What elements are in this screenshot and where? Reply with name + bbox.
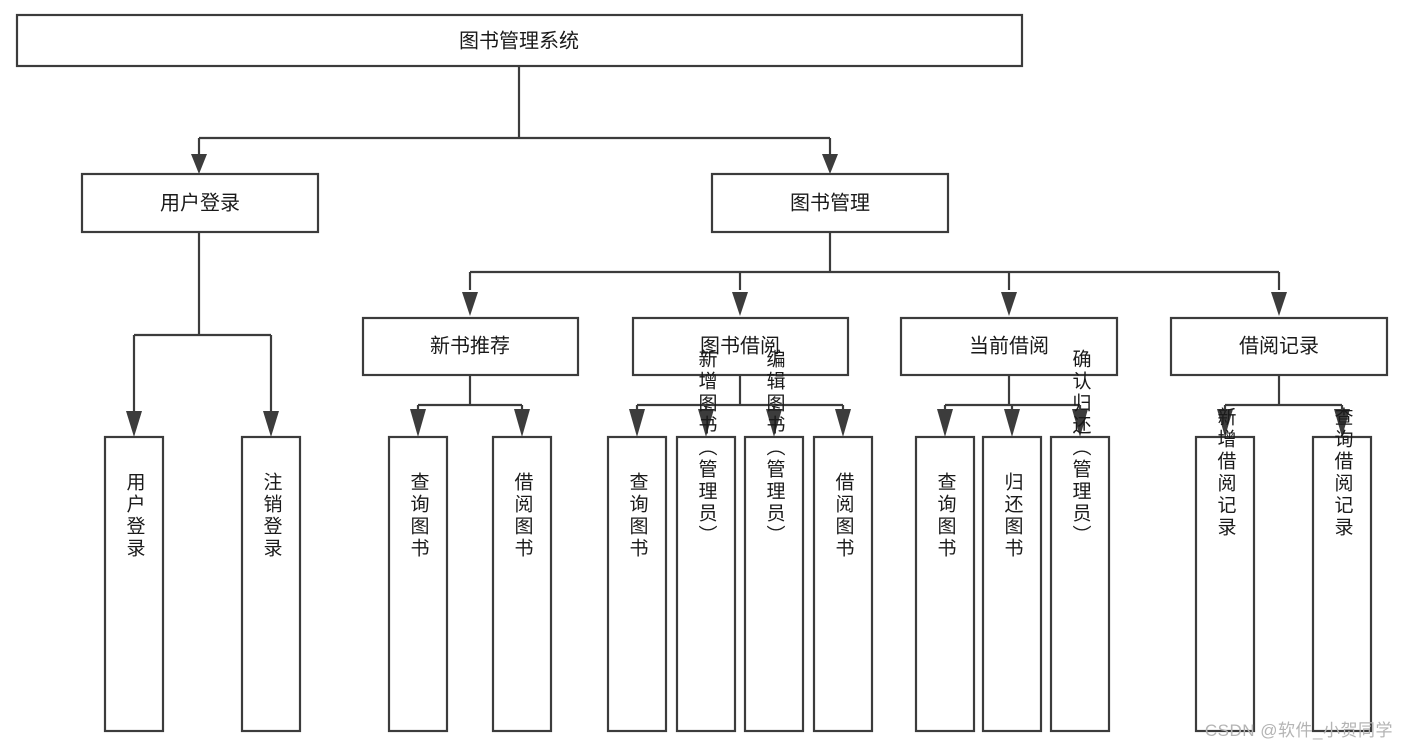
- arrow-icon-userlogin-leaf-1: [126, 411, 142, 437]
- node-leaf-borrow-query[interactable]: 查询图书: [606, 435, 668, 733]
- node-root-system-box[interactable]: [15, 13, 1024, 68]
- node-user-login-label: 用户登录: [160, 191, 240, 214]
- node-leaf-record-query-box[interactable]: [1311, 435, 1373, 733]
- node-leaf-borrow-book-label: 借阅图书: [833, 472, 855, 560]
- arrow-icon-borrow-leaf-1: [629, 409, 645, 437]
- node-root-system-label: 图书管理系统: [459, 29, 579, 52]
- node-user-login-box[interactable]: [80, 172, 320, 234]
- node-new-book-recommend-box[interactable]: [361, 316, 580, 377]
- node-new-book-recommend[interactable]: 新书推荐: [361, 316, 580, 377]
- node-root-system[interactable]: 图书管理系统: [15, 13, 1024, 68]
- node-book-borrow-box[interactable]: [631, 316, 850, 377]
- node-leaf-logout-box[interactable]: [240, 435, 302, 733]
- node-leaf-current-query[interactable]: 查询图书: [914, 435, 976, 733]
- arrow-icon-to-newbook: [462, 292, 478, 316]
- node-leaf-newbook-query-label: 查询图书: [408, 472, 430, 560]
- node-leaf-newbook-query-box[interactable]: [387, 435, 449, 733]
- node-leaf-borrow-edit-box[interactable]: [743, 435, 805, 733]
- node-book-management[interactable]: 图书管理: [710, 172, 950, 234]
- node-leaf-record-add[interactable]: 新增借阅记录: [1194, 407, 1256, 733]
- arrow-icon-record-leaf-1: [1217, 409, 1233, 437]
- node-leaf-current-confirm[interactable]: 确认归还（管理员）: [1049, 349, 1111, 733]
- node-borrow-record-box[interactable]: [1169, 316, 1389, 377]
- node-leaf-newbook-borrow-box[interactable]: [491, 435, 553, 733]
- node-leaf-record-query-label: 查询借阅记录: [1332, 407, 1354, 539]
- node-leaf-record-query[interactable]: 查询借阅记录: [1311, 407, 1373, 733]
- node-leaf-borrow-add-label: 新增图书（管理员）: [696, 349, 718, 547]
- node-borrow-record-label: 借阅记录: [1239, 334, 1319, 357]
- node-leaf-newbook-borrow-label: 借阅图书: [512, 472, 534, 560]
- node-leaf-current-query-label: 查询图书: [935, 472, 957, 560]
- node-book-borrow-label: 图书借阅: [700, 334, 780, 357]
- node-leaf-borrow-book-box[interactable]: [812, 435, 874, 733]
- node-leaf-borrow-edit[interactable]: 编辑图书（管理员）: [743, 349, 805, 733]
- node-leaf-borrow-edit-label: 编辑图书（管理员）: [764, 349, 786, 547]
- node-leaf-record-add-box[interactable]: [1194, 435, 1256, 733]
- arrow-icon-borrow-leaf-2: [698, 409, 714, 437]
- arrow-icon-current-leaf-3: [1072, 409, 1088, 437]
- node-leaf-borrow-add-box[interactable]: [675, 435, 737, 733]
- arrow-icon-current-leaf-2: [1004, 409, 1020, 437]
- arrow-icon-current-leaf-1: [937, 409, 953, 437]
- arrow-icon-to-borrow: [732, 292, 748, 316]
- node-leaf-current-return[interactable]: 归还图书: [981, 435, 1043, 733]
- node-leaf-record-add-label: 新增借阅记录: [1215, 407, 1237, 539]
- node-leaf-borrow-add[interactable]: 新增图书（管理员）: [675, 349, 737, 733]
- node-new-book-recommend-label: 新书推荐: [430, 334, 510, 357]
- node-leaf-current-return-label: 归还图书: [1002, 472, 1024, 560]
- node-leaf-current-query-box[interactable]: [914, 435, 976, 733]
- arrow-icon-record-leaf-2: [1334, 409, 1350, 437]
- node-book-management-label: 图书管理: [790, 191, 870, 214]
- node-book-borrow[interactable]: 图书借阅: [631, 316, 850, 377]
- connector-layer: [126, 66, 1350, 437]
- arrow-icon-borrow-leaf-3: [766, 409, 782, 437]
- arrow-icon-to-userlogin: [191, 154, 207, 174]
- node-user-login[interactable]: 用户登录: [80, 172, 320, 234]
- node-leaf-user-login[interactable]: 用户登录: [103, 435, 165, 733]
- node-leaf-newbook-borrow[interactable]: 借阅图书: [491, 435, 553, 733]
- node-current-borrow-box[interactable]: [899, 316, 1119, 377]
- node-leaf-logout[interactable]: 注销登录: [240, 435, 302, 733]
- node-leaf-borrow-query-box[interactable]: [606, 435, 668, 733]
- arrow-icon-to-record: [1271, 292, 1287, 316]
- node-leaf-newbook-query[interactable]: 查询图书: [387, 435, 449, 733]
- node-borrow-record[interactable]: 借阅记录: [1169, 316, 1389, 377]
- node-current-borrow-label: 当前借阅: [969, 334, 1049, 357]
- node-leaf-logout-label: 注销登录: [261, 472, 283, 560]
- node-leaf-borrow-book[interactable]: 借阅图书: [812, 435, 874, 733]
- node-leaf-current-confirm-box[interactable]: [1049, 435, 1111, 733]
- node-leaf-user-login-label: 用户登录: [124, 472, 146, 560]
- arrow-icon-to-current: [1001, 292, 1017, 316]
- node-leaf-current-return-box[interactable]: [981, 435, 1043, 733]
- arrow-icon-to-bookmgmt: [822, 154, 838, 174]
- arrow-icon-userlogin-leaf-2: [263, 411, 279, 437]
- arrow-icon-newbook-leaf-2: [514, 409, 530, 437]
- node-leaf-current-confirm-label: 确认归还（管理员）: [1070, 349, 1092, 547]
- node-leaf-user-login-box[interactable]: [103, 435, 165, 733]
- node-leaf-borrow-query-label: 查询图书: [627, 472, 649, 560]
- arrow-icon-newbook-leaf-1: [410, 409, 426, 437]
- node-book-management-box[interactable]: [710, 172, 950, 234]
- arrow-icon-borrow-leaf-4: [835, 409, 851, 437]
- node-current-borrow[interactable]: 当前借阅: [899, 316, 1119, 377]
